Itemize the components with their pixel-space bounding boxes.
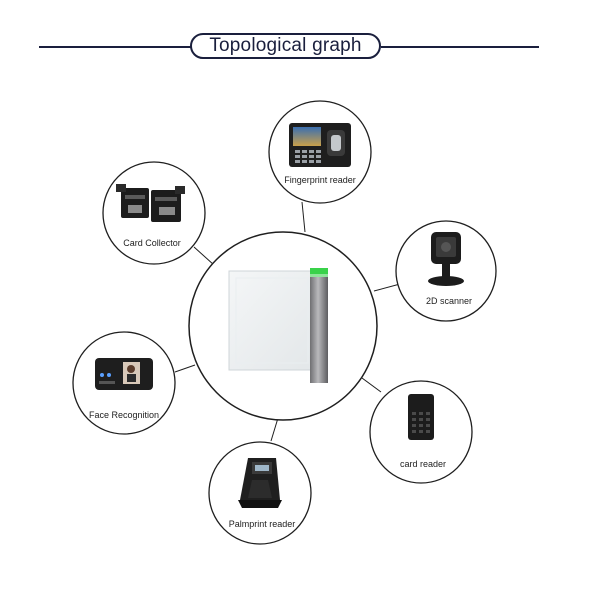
connector-face-recognition: [174, 364, 196, 373]
connector-card-reader: [361, 377, 382, 393]
node-label: 2D scanner: [426, 296, 472, 306]
node-face-recognition: Face Recognition: [72, 331, 176, 435]
palmprint-reader-icon: [238, 458, 282, 508]
title-divider-left: [39, 46, 191, 48]
2d-scanner-icon: [428, 232, 464, 286]
connector-2d-scanner: [373, 283, 401, 292]
card-collector-icon: [116, 184, 185, 222]
node-label: Palmprint reader: [229, 519, 296, 529]
node-fingerprint-reader: Fingerprint reader: [268, 100, 372, 204]
center-node: [188, 231, 378, 421]
node-palmprint-reader: Palmprint reader: [208, 441, 312, 545]
swing-gate-turnstile-icon: [228, 268, 328, 383]
card-reader-icon: [408, 394, 434, 440]
face-recognition-terminal-icon: [95, 358, 153, 390]
node-card-collector: Card Collector: [102, 161, 206, 265]
node-label: card reader: [400, 459, 446, 469]
connector-lines: [174, 201, 401, 442]
connector-palmprint: [270, 417, 279, 442]
connector-fingerprint: [301, 201, 306, 233]
node-label: Fingerprint reader: [284, 175, 356, 185]
connector-card-collector: [193, 246, 215, 266]
fingerprint-terminal-icon: [289, 123, 351, 167]
node-label: Face Recognition: [89, 410, 159, 420]
node-card-reader: card reader: [369, 380, 473, 484]
header: Topological graph: [0, 0, 600, 80]
page-title: Topological graph: [190, 33, 381, 59]
title-divider-right: [381, 46, 539, 48]
node-label: Card Collector: [123, 238, 181, 248]
node-2d-scanner: 2D scanner: [395, 220, 497, 322]
